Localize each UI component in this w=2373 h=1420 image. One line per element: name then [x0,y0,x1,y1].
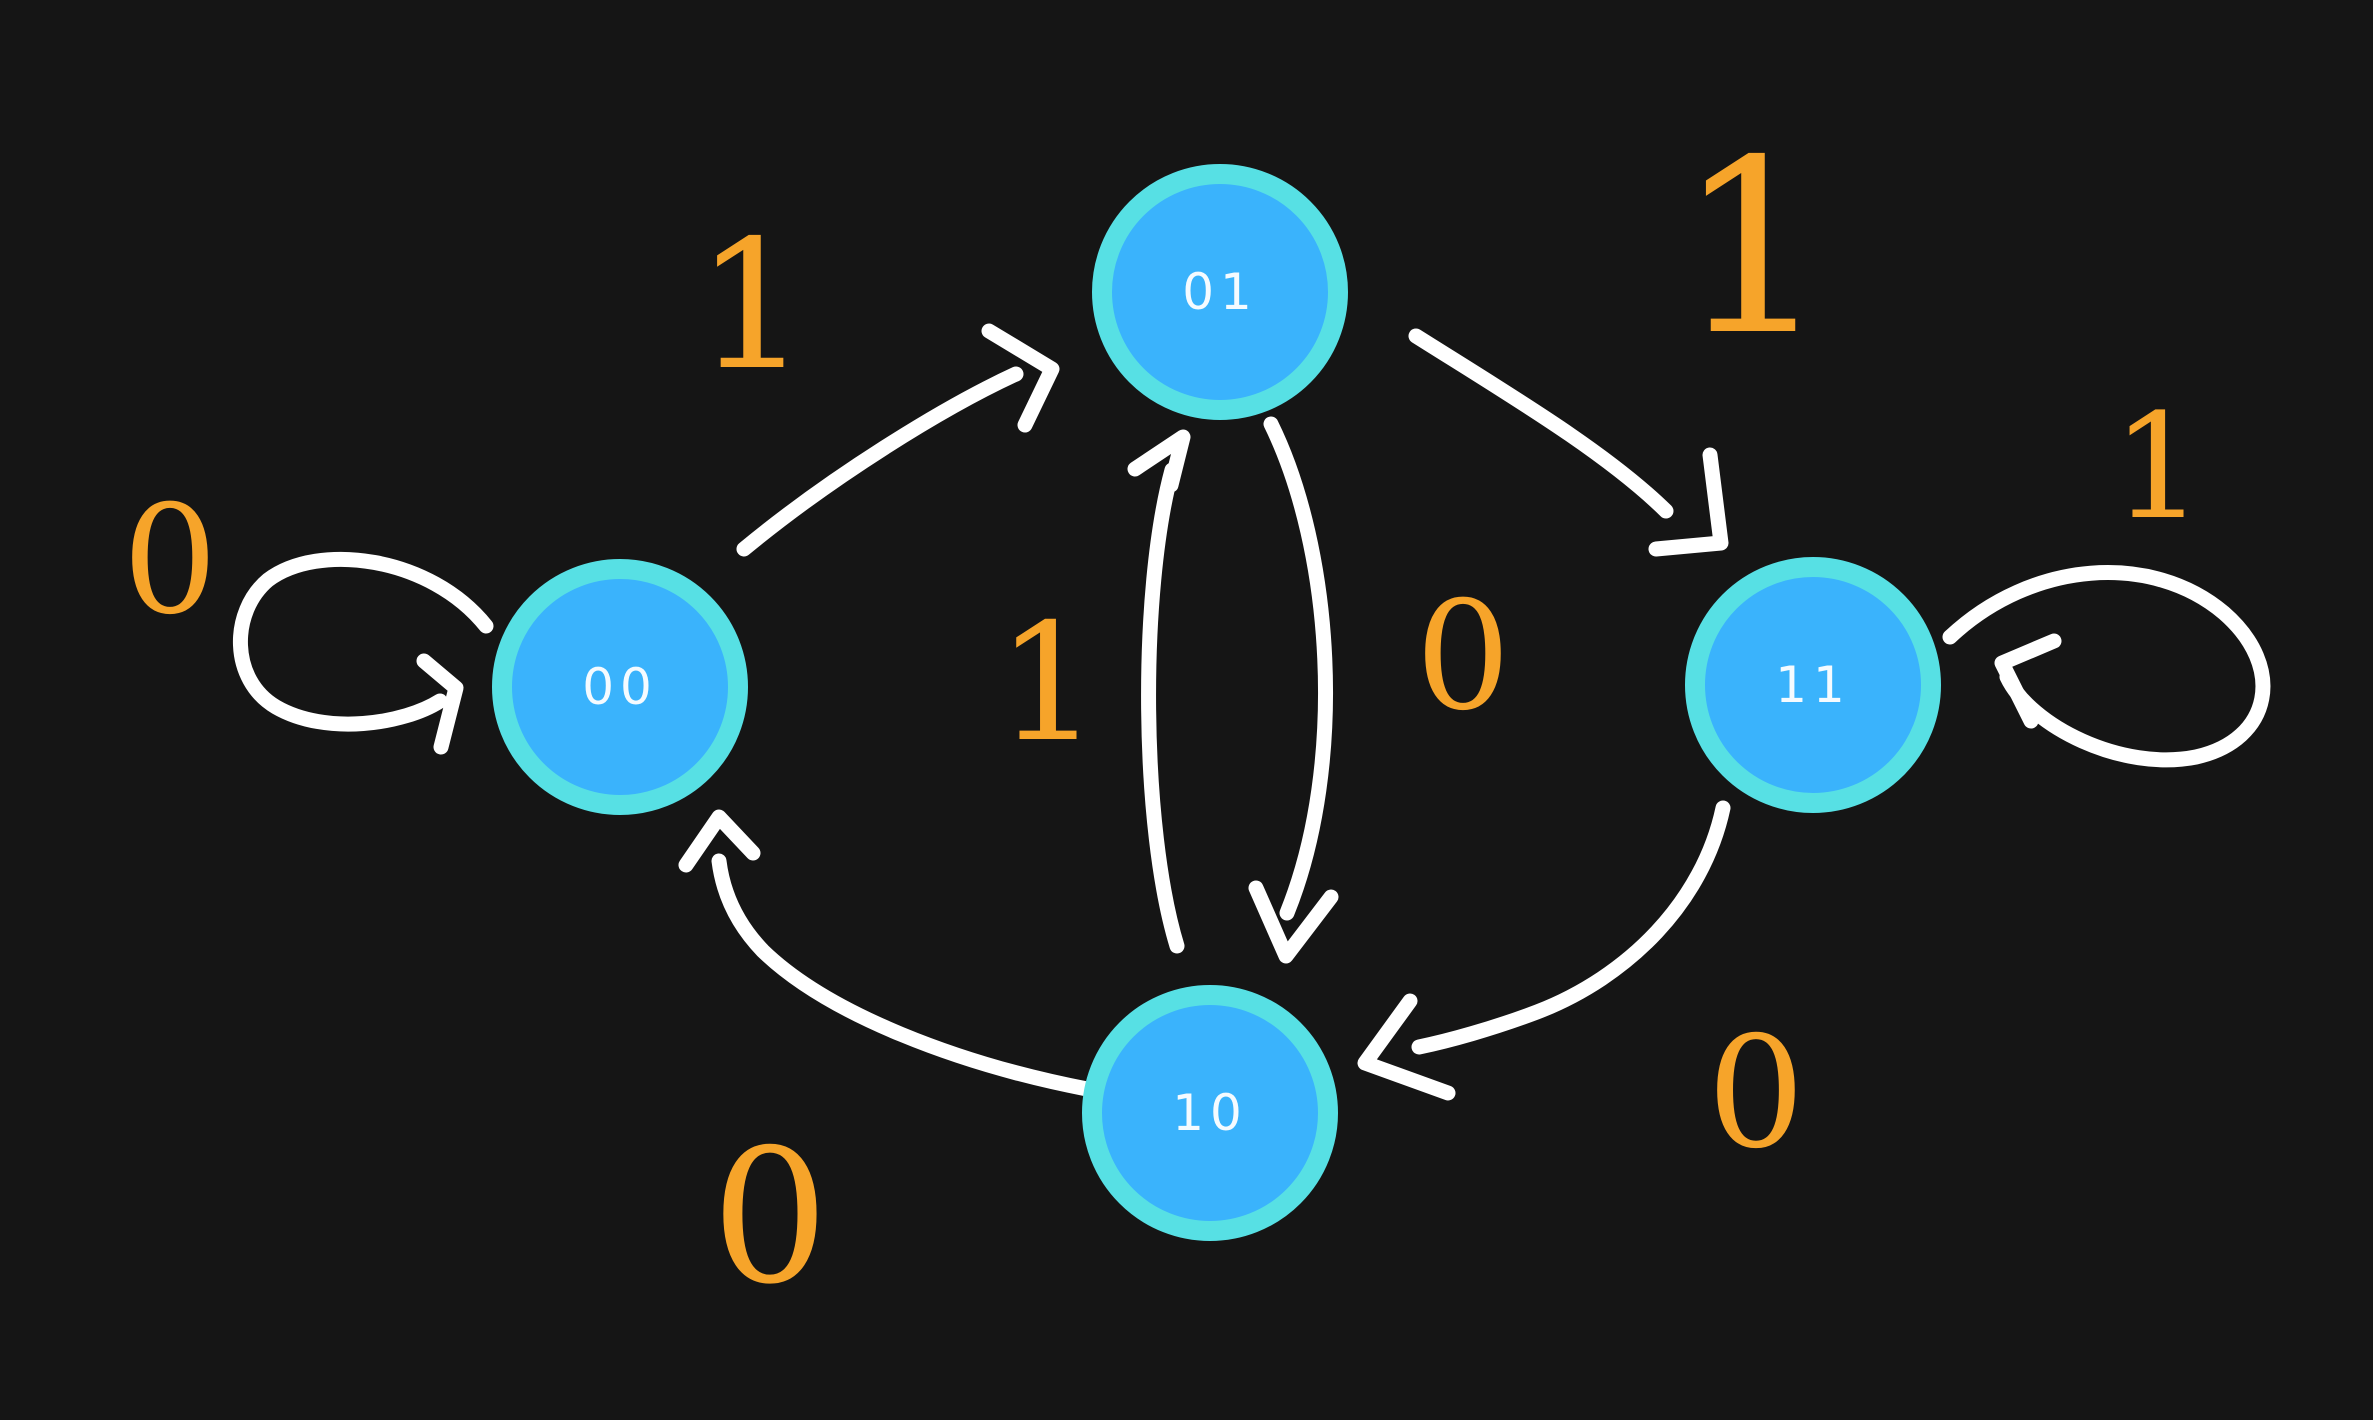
transition-00-00-arrow[interactable] [233,551,494,732]
transition-11-11-arrow[interactable] [1942,565,2271,768]
transition-01-11-arrow[interactable] [1408,328,1674,519]
transition-label-11-10[interactable]: 0 [1707,1004,1805,1183]
state-circle-11[interactable] [1685,557,1941,813]
transition-10-01-arrow[interactable] [1141,462,1185,954]
state-label-10: 10 [1172,1084,1248,1142]
state-node-10[interactable]: 10 [1082,985,1338,1241]
state-node-11[interactable]: 11 [1685,557,1941,813]
state-node-01[interactable]: 01 [1092,164,1348,420]
transition-labels: 0 1 1 1 0 1 0 0 [122,108,2204,1325]
transition-01-10-arrow[interactable] [1263,416,1334,921]
transition-11-10-arrowhead-icon[interactable] [1357,993,1456,1101]
transition-label-10-01[interactable]: 1 [996,590,1099,778]
transition-11-10-arrow[interactable] [1411,800,1731,1055]
transition-10-01-arrowhead-icon[interactable] [1127,429,1191,493]
transition-label-01-11[interactable]: 1 [1677,108,1830,388]
state-circle-00[interactable] [492,559,748,815]
transition-01-11-arrowhead-icon[interactable] [1648,447,1729,557]
state-node-00[interactable]: 00 [492,559,748,815]
transition-strokes [233,323,2271,1101]
transition-00-01-arrowhead-icon[interactable] [981,323,1060,433]
transition-01-10-arrowhead-icon[interactable] [1248,880,1339,964]
transition-label-11-11[interactable]: 1 [2112,383,2204,552]
state-circle-10[interactable] [1082,985,1338,1241]
transition-label-00-01[interactable]: 1 [695,202,808,409]
state-label-11: 11 [1775,656,1851,714]
transition-10-00-arrow[interactable] [711,853,1095,1097]
transition-10-00-arrowhead-icon[interactable] [678,809,761,873]
transition-00-00-arrowhead-icon[interactable] [416,653,464,755]
state-label-01: 01 [1182,263,1258,321]
transition-label-01-10[interactable]: 0 [1415,570,1510,744]
transition-11-11-arrowhead-icon[interactable] [1994,633,2062,729]
state-label-00: 00 [582,658,658,716]
transition-label-10-00[interactable]: 0 [711,1109,829,1325]
transition-00-01-arrow[interactable] [736,366,1024,557]
transition-label-00-00[interactable]: 0 [122,474,217,648]
state-circle-01[interactable] [1092,164,1348,420]
